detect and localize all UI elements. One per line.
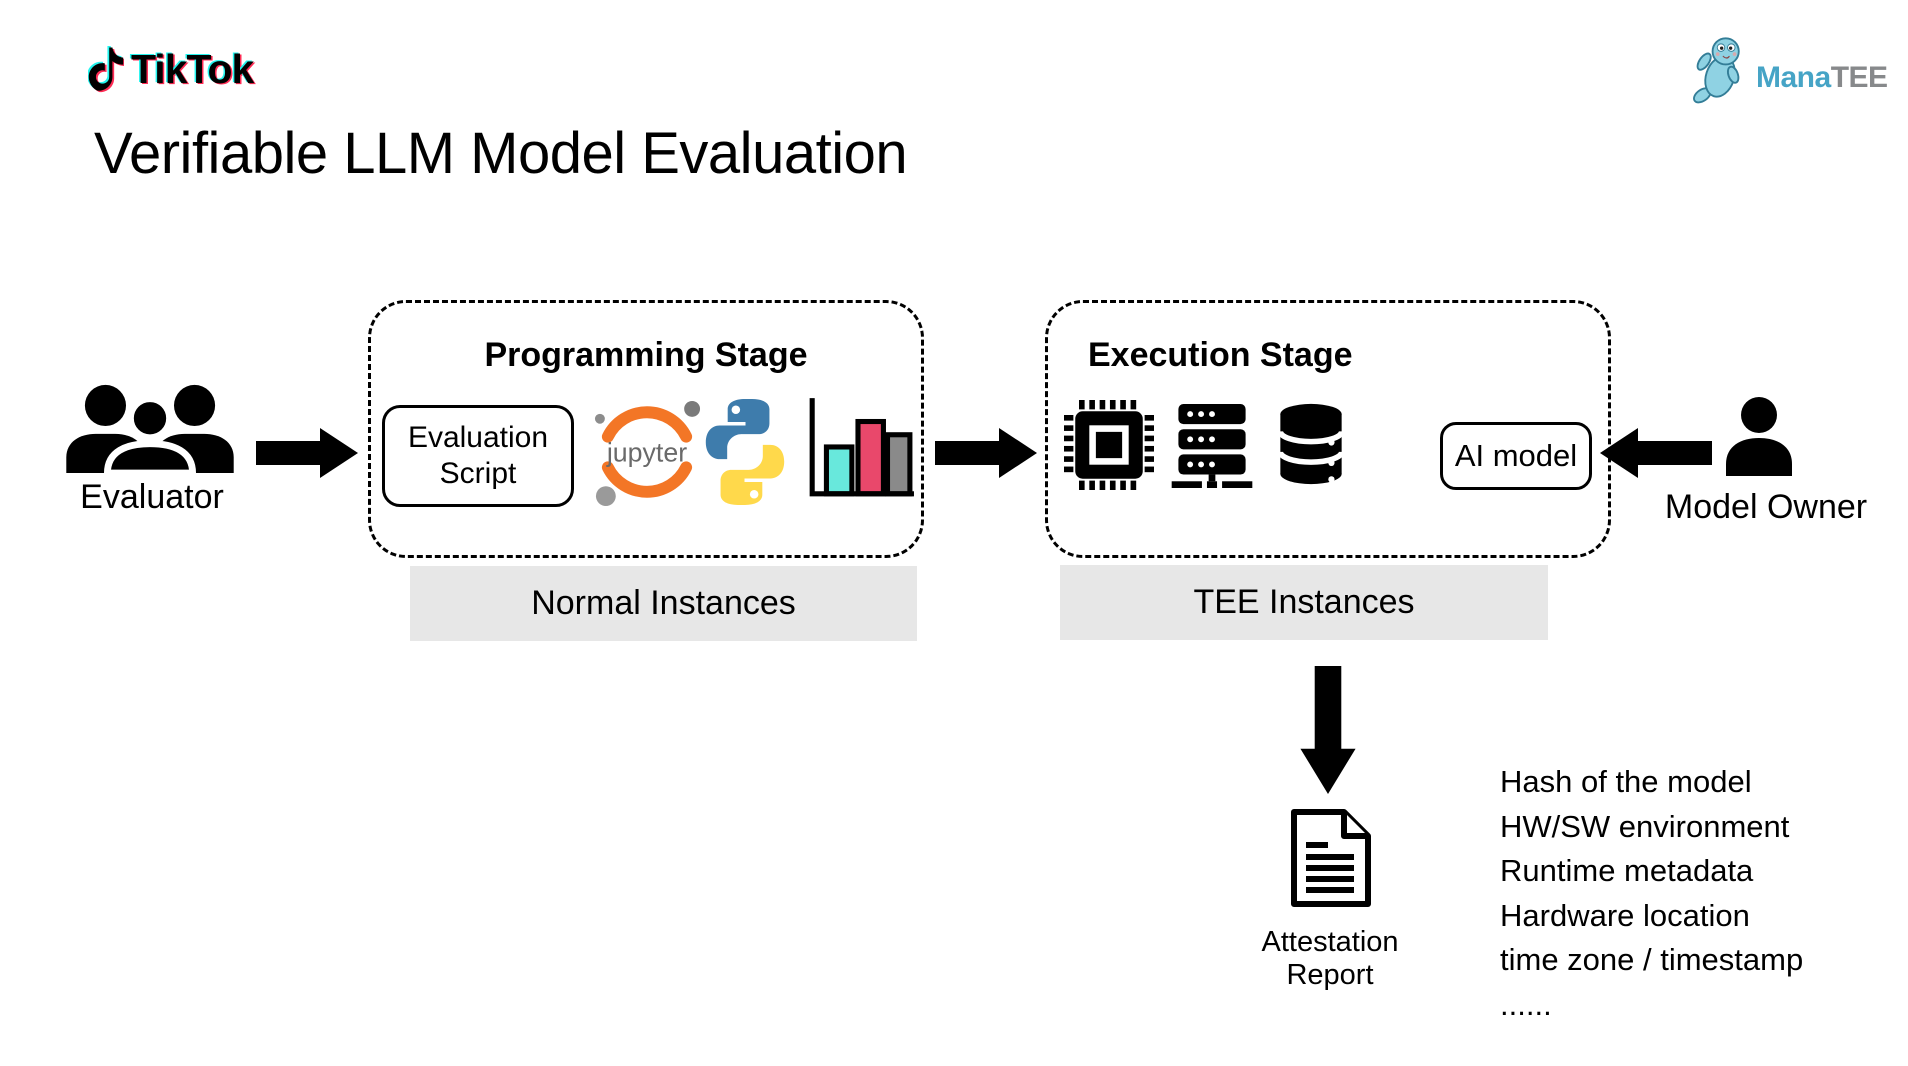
evaluation-script-box: Evaluation Script: [382, 405, 574, 507]
arrow-right-icon: [935, 428, 1037, 478]
arrow-down-icon: [1300, 666, 1356, 794]
attestation-details-list: Hash of the model HW/SW environment Runt…: [1500, 760, 1803, 1027]
attestation-report-label: Attestation Report: [1261, 926, 1399, 991]
python-logo-icon: [702, 396, 788, 508]
tiktok-note-icon: [88, 46, 124, 93]
execution-stage-title: Execution Stage: [1088, 336, 1353, 374]
cpu-icon: [1064, 398, 1154, 492]
page-title: Verifiable LLM Model Evaluation: [94, 121, 908, 186]
jupyter-wordmark: jupyter: [606, 437, 687, 467]
bar-chart-icon: [802, 396, 916, 502]
arrow-left-icon: [1600, 428, 1712, 478]
list-item: ......: [1500, 986, 1552, 1022]
attestation-report-icon: [1288, 808, 1374, 908]
tiktok-logo: TikTok: [88, 46, 254, 93]
manatee-logo: ManaTEE: [1692, 34, 1888, 108]
server-icon: [1170, 398, 1254, 494]
model-owner-icon: [1722, 396, 1796, 478]
jupyter-logo-icon: jupyter: [590, 396, 704, 510]
manatee-wordmark: ManaTEE: [1756, 61, 1888, 94]
list-item: time zone / timestamp: [1500, 942, 1804, 977]
list-item: Hash of the model: [1500, 764, 1752, 799]
ai-model-box: AI model: [1440, 422, 1592, 490]
evaluator-group-icon: [64, 382, 236, 475]
programming-stage-title: Programming Stage: [484, 336, 808, 374]
list-item: Hardware location: [1500, 897, 1750, 933]
database-icon: [1278, 394, 1344, 494]
tiktok-wordmark: TikTok: [131, 46, 254, 92]
normal-instances-bar: Normal Instances: [410, 566, 917, 641]
manatee-mascot-icon: [1692, 34, 1750, 108]
list-item: Runtime metadata: [1500, 853, 1754, 888]
arrow-right-icon: [256, 428, 358, 478]
tee-instances-bar: TEE Instances: [1060, 565, 1548, 640]
model-owner-label: Model Owner: [1664, 488, 1868, 526]
programming-stage-box: Programming Stage: [368, 300, 924, 558]
evaluator-label: Evaluator: [80, 478, 224, 516]
list-item: HW/SW environment: [1500, 808, 1790, 844]
